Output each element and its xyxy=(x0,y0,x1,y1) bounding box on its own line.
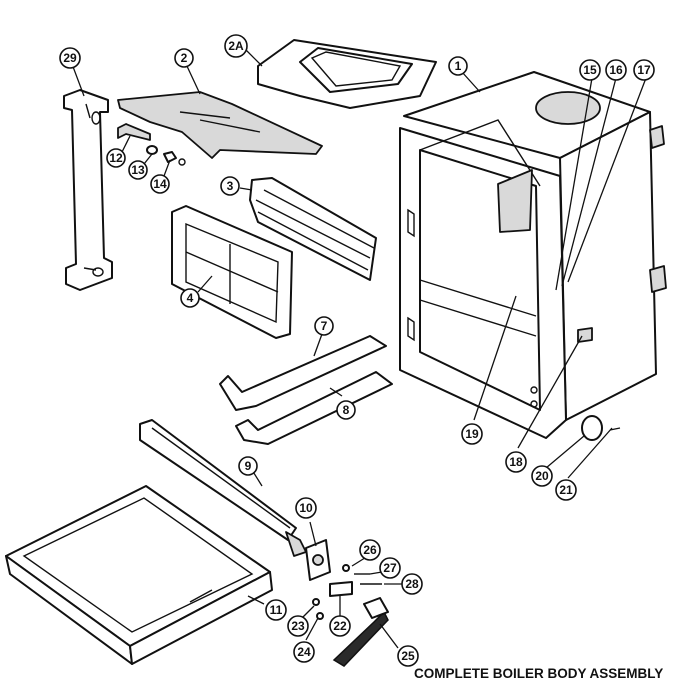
svg-text:17: 17 xyxy=(637,63,651,77)
svg-text:11: 11 xyxy=(270,603,283,617)
diagram-caption: COMPLETE BOILER BODY ASSEMBLY xyxy=(414,666,664,681)
part-2-baffle-plate xyxy=(117,91,323,159)
part-22-bracket xyxy=(329,581,353,597)
part-11-ash-tray xyxy=(5,485,273,665)
svg-text:2: 2 xyxy=(181,51,188,65)
svg-text:19: 19 xyxy=(465,427,479,441)
part-25-handle xyxy=(332,597,389,667)
leader-lines xyxy=(71,49,647,649)
svg-text:22: 22 xyxy=(333,619,347,633)
callout-13: 13 xyxy=(128,160,148,180)
callout-1: 1 xyxy=(448,56,468,76)
svg-text:13: 13 xyxy=(131,163,145,177)
part-24-nut xyxy=(316,612,324,620)
part-3-grate-bar xyxy=(249,177,377,281)
svg-text:28: 28 xyxy=(405,577,419,591)
svg-text:24: 24 xyxy=(297,645,311,659)
part-29-bracket xyxy=(63,89,113,291)
callout-3: 3 xyxy=(220,176,240,196)
svg-text:29: 29 xyxy=(63,51,77,65)
part-12-bolt xyxy=(117,123,151,141)
callout-19: 19 xyxy=(461,423,483,445)
callout-27: 27 xyxy=(379,557,401,579)
part-20-cap xyxy=(581,415,603,441)
svg-text:15: 15 xyxy=(583,63,597,77)
svg-text:27: 27 xyxy=(383,561,397,575)
part-23-washer xyxy=(312,598,320,606)
callout-4: 4 xyxy=(180,288,200,308)
callout-10: 10 xyxy=(295,497,317,519)
callout-8: 8 xyxy=(336,400,356,420)
svg-text:9: 9 xyxy=(245,459,252,473)
part-1-boiler-body xyxy=(399,71,667,439)
svg-text:12: 12 xyxy=(109,151,123,165)
svg-text:10: 10 xyxy=(299,501,313,515)
callout-9: 9 xyxy=(238,456,258,476)
callout-28: 28 xyxy=(401,573,423,595)
part-13-washer xyxy=(146,145,158,155)
svg-text:3: 3 xyxy=(227,179,234,193)
callout-7: 7 xyxy=(314,316,334,336)
callout-12: 12 xyxy=(106,148,126,168)
callout-20: 20 xyxy=(531,465,553,487)
callout-14: 14 xyxy=(150,174,170,194)
part-14-nut xyxy=(163,151,186,166)
svg-text:16: 16 xyxy=(609,63,623,77)
svg-text:7: 7 xyxy=(321,319,328,333)
part-21-pin xyxy=(609,427,621,431)
callout-18: 18 xyxy=(505,451,527,473)
part-26-pin xyxy=(342,564,350,572)
callout-24: 24 xyxy=(293,641,315,663)
callout-11: 11 xyxy=(265,599,287,621)
svg-text:20: 20 xyxy=(535,469,549,483)
callout-26: 26 xyxy=(359,539,381,561)
callout-21: 21 xyxy=(555,479,577,501)
callout-15: 15 xyxy=(579,59,601,81)
svg-text:23: 23 xyxy=(291,619,305,633)
callout-2a: 2A xyxy=(224,34,248,58)
callout-16: 16 xyxy=(605,59,627,81)
svg-text:2A: 2A xyxy=(228,39,244,53)
part-4-firebars xyxy=(171,205,293,339)
callout-2: 2 xyxy=(174,48,194,68)
svg-text:26: 26 xyxy=(363,543,377,557)
svg-text:18: 18 xyxy=(509,455,523,469)
part-8-rail xyxy=(235,371,393,445)
part-2a-top-cover xyxy=(257,39,437,109)
callout-17: 17 xyxy=(633,59,655,81)
part-7-rail xyxy=(219,335,387,411)
part-10-plate xyxy=(305,539,331,581)
callout-29: 29 xyxy=(59,47,81,69)
svg-text:14: 14 xyxy=(153,177,167,191)
callout-23: 23 xyxy=(287,615,309,637)
svg-text:25: 25 xyxy=(401,649,415,663)
svg-text:1: 1 xyxy=(455,59,462,73)
svg-text:21: 21 xyxy=(559,483,573,497)
svg-text:8: 8 xyxy=(343,403,350,417)
callout-25: 25 xyxy=(397,645,419,667)
callout-22: 22 xyxy=(329,615,351,637)
svg-text:4: 4 xyxy=(187,291,194,305)
